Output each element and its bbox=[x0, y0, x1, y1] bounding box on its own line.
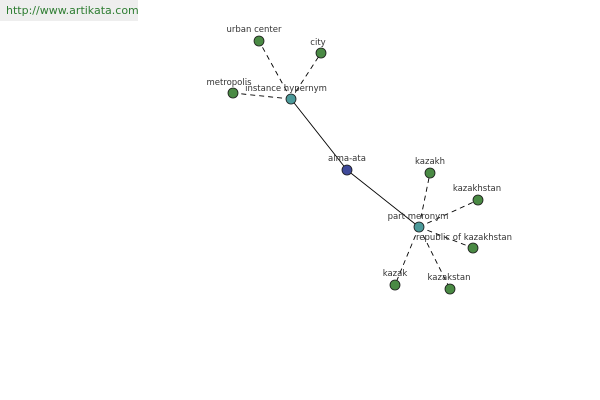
node-kazakh[interactable] bbox=[424, 167, 436, 179]
edge-meronym-kazakh bbox=[418, 172, 431, 228]
node-part-meronym[interactable] bbox=[413, 221, 425, 233]
edge-hypernym-metropolis bbox=[232, 92, 292, 100]
node-kazak[interactable] bbox=[389, 279, 401, 291]
label-kazak: kazak bbox=[383, 269, 408, 279]
label-kazakstan: kazakstan bbox=[428, 273, 471, 283]
node-city[interactable] bbox=[315, 47, 327, 59]
label-alma-ata: alma-ata bbox=[328, 154, 366, 164]
edge-center-instance-hypernym bbox=[290, 98, 348, 171]
node-instance-hypernym[interactable] bbox=[285, 93, 297, 105]
label-metropolis: metropolis bbox=[206, 78, 252, 88]
edge-hypernym-city bbox=[290, 52, 322, 100]
label-republic-of-kazakhstan: republic of kazakhstan bbox=[416, 233, 512, 243]
edge-hypernym-urban-center bbox=[258, 40, 292, 100]
node-alma-ata[interactable] bbox=[341, 164, 353, 176]
node-metropolis[interactable] bbox=[227, 87, 239, 99]
label-instance-hypernym: instance hypernym bbox=[245, 84, 327, 94]
edge-meronym-kazak bbox=[394, 226, 420, 286]
label-city: city bbox=[310, 38, 325, 48]
edge-meronym-kazakhstan bbox=[418, 199, 479, 228]
edge-center-part-meronym bbox=[346, 169, 420, 228]
label-kazakhstan: kazakhstan bbox=[453, 184, 501, 194]
node-urban-center[interactable] bbox=[253, 35, 265, 47]
watermark-link[interactable]: http://www.artikata.com bbox=[0, 0, 139, 21]
label-urban-center: urban center bbox=[227, 25, 282, 35]
edge-meronym-kazakstan bbox=[418, 226, 451, 290]
node-kazakhstan[interactable] bbox=[472, 194, 484, 206]
edge-meronym-republic-of-kazakhstan bbox=[418, 226, 474, 249]
label-kazakh: kazakh bbox=[415, 157, 445, 167]
label-part-meronym: part meronym bbox=[388, 212, 449, 222]
node-republic-of-kazakhstan[interactable] bbox=[467, 242, 479, 254]
node-kazakstan[interactable] bbox=[444, 283, 456, 295]
